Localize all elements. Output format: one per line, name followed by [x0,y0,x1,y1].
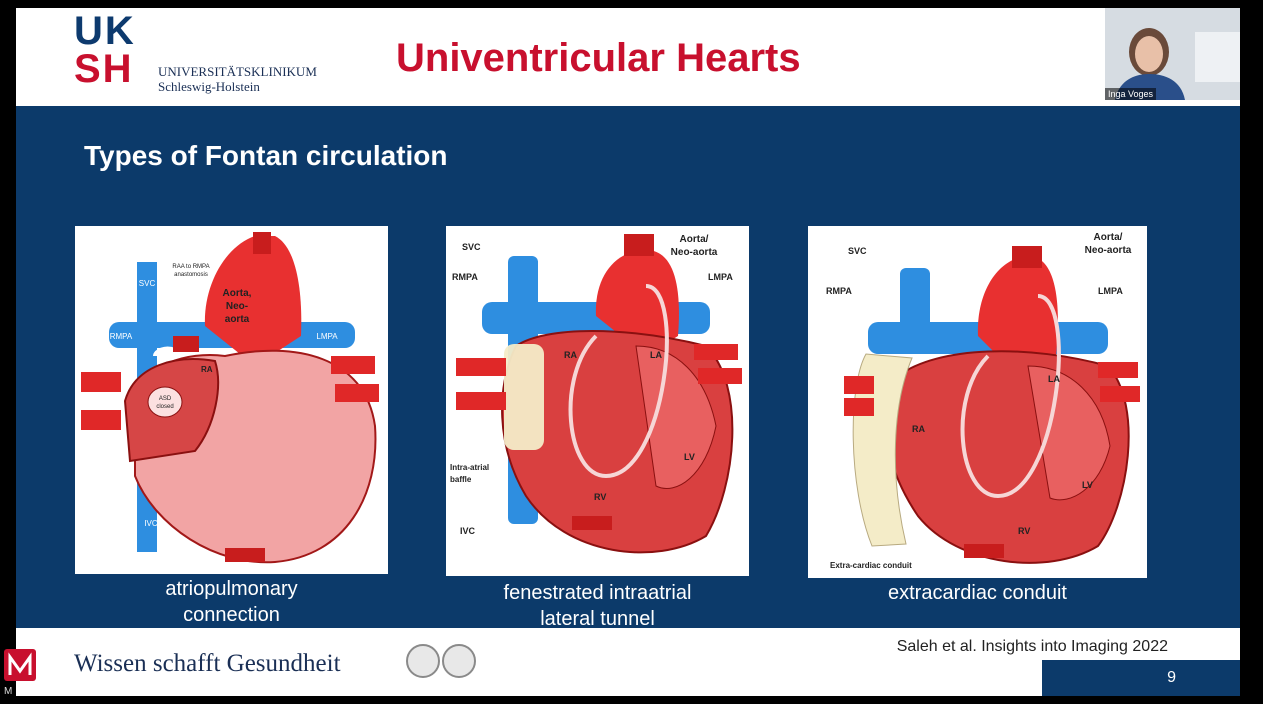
presenter-name: Inga Voges [1105,88,1157,100]
label-aorta-1b: Neo- [226,301,248,312]
app-logo-icon[interactable] [4,649,36,681]
logo-uk: UK [74,9,136,53]
label-rmpa-2: RMPA [452,272,478,282]
label-lmpa-2: LMPA [708,272,733,282]
label-aorta-1a: Aorta, [223,288,252,299]
slide-header: UK SH UNIVERSITÄTSKLINIKUM Schleswig-Hol… [16,8,1240,106]
label-aorta-1c: aorta [225,314,250,325]
label-raa-1: RAA to RMPA [172,264,209,270]
label-la-2: LA [650,350,662,360]
label-lv-2: LV [684,452,695,462]
slide-footer: Wissen schafft Gesundheit Saleh et al. I… [16,628,1240,696]
caption-atriopulmonary: atriopulmonary connection [75,576,388,628]
figure-extracardiac: SVC Aorta/ Neo-aorta RMPA LMPA RA LA LV … [808,226,1147,578]
uksh-logo: UK SH [74,9,136,91]
university-seal-icon [406,644,440,678]
university-seal-2-icon [442,644,476,678]
heart-illustration-3: SVC Aorta/ Neo-aorta RMPA LMPA RA LA LV … [826,232,1140,570]
label-svc-3: SVC [848,246,867,256]
slide-subtitle: Types of Fontan circulation [84,140,448,171]
citation: Saleh et al. Insights into Imaging 2022 [896,638,1168,655]
caption-1-line2: connection [183,604,280,626]
label-asd-1: ASD [159,396,172,402]
presenter-webcam[interactable]: Inga Voges [1105,8,1240,100]
label-aorta-3b: Neo-aorta [1085,245,1132,256]
slide-body: Types of Fontan circulation SVC RAA to R [16,106,1240,630]
label-ivc-1: IVC [144,519,158,528]
figure-lateral-tunnel: SVC Aorta/ Neo-aorta RMPA LMPA RA LA LV … [446,226,749,576]
label-conduit-3: Extra-cardiac conduit [830,561,912,570]
label-la-3: LA [1048,374,1060,384]
slide-title: Univentricular Hearts [396,36,801,80]
footer-motto: Wissen schafft Gesundheit [74,650,341,677]
label-svc-2: SVC [462,242,481,252]
corner-letter: M [4,686,13,697]
caption-lateral-tunnel: fenestrated intraatrial lateral tunnel [446,580,749,632]
institution-name: UNIVERSITÄTSKLINIKUM Schleswig-Holstein [158,64,317,94]
presentation-slide: UK SH UNIVERSITÄTSKLINIKUM Schleswig-Hol… [16,8,1240,696]
institution-line1: UNIVERSITÄTSKLINIKUM [158,64,317,79]
caption-3-line1: extracardiac conduit [888,582,1067,604]
label-rmpa-1: RMPA [110,332,133,341]
heart-illustration-1: SVC RAA to RMPA anastomosis Aorta, Neo- … [81,232,379,564]
caption-1-line1: atriopulmonary [165,578,298,600]
logo-sh: SH [74,47,134,91]
label-aorta-3a: Aorta/ [1094,232,1123,243]
label-closed-1: closed [156,404,173,410]
page-number-box: 9 [1042,660,1240,696]
presenter-video [1105,8,1240,100]
label-lv-3: LV [1082,480,1093,490]
label-rv-3: RV [1018,526,1030,536]
label-ivc-2: IVC [460,526,476,536]
label-svc-1: SVC [139,279,156,288]
heart-illustration-2: SVC Aorta/ Neo-aorta RMPA LMPA RA LA LV … [450,234,742,554]
caption-2-line1: fenestrated intraatrial [503,582,692,604]
page-number: 9 [1167,669,1176,686]
label-lmpa-3: LMPA [1098,286,1123,296]
figure-atriopulmonary: SVC RAA to RMPA anastomosis Aorta, Neo- … [75,226,388,574]
caption-2-line2: lateral tunnel [540,608,655,630]
label-lmpa-1: LMPA [316,332,338,341]
label-rmpa-3: RMPA [826,286,852,296]
label-aorta-2b: Neo-aorta [671,247,718,258]
caption-extracardiac: extracardiac conduit [808,580,1147,606]
institution-line2: Schleswig-Holstein [158,79,260,94]
label-anastomosis-1: anastomosis [174,272,208,278]
label-ra-1: RA [201,365,213,374]
label-ra-2: RA [564,350,577,360]
app-logo-glyph [8,652,32,675]
label-aorta-2a: Aorta/ [680,234,709,245]
label-baffle-2b: baffle [450,475,472,484]
label-rv-2: RV [594,492,606,502]
label-ra-3: RA [912,424,925,434]
label-baffle-2a: Intra-atrial [450,463,489,472]
